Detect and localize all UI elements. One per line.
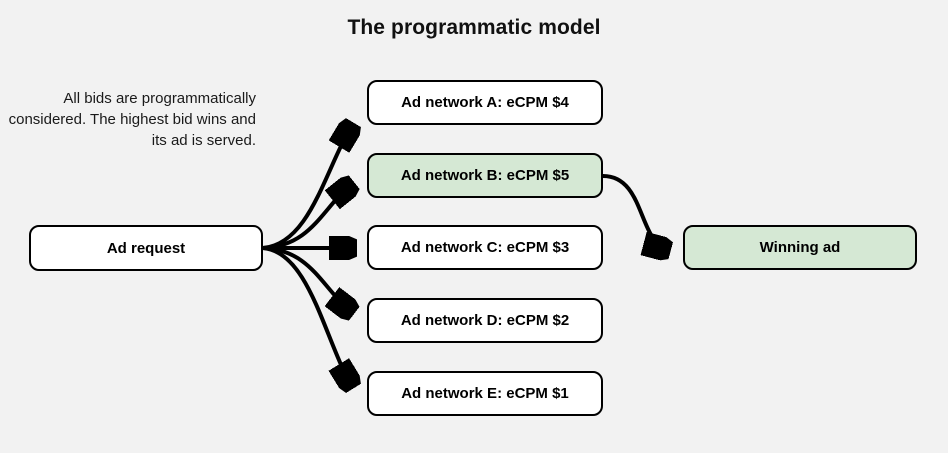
node-ad-request[interactable]: Ad request — [29, 225, 263, 271]
node-ad-network-c-label: Ad network C: eCPM $3 — [400, 239, 570, 256]
node-ad-network-e[interactable]: Ad network E: eCPM $1 — [367, 371, 603, 416]
node-winning-ad-label: Winning ad — [759, 239, 841, 256]
explanatory-note: All bids are programmatically considered… — [8, 90, 256, 149]
edge-network-b-to-winning-ad — [602, 174, 668, 250]
node-ad-network-e-label: Ad network E: eCPM $1 — [401, 385, 569, 402]
edge-request-to-network-a — [262, 125, 352, 250]
node-ad-network-b-label: Ad network B: eCPM $5 — [400, 167, 570, 184]
node-ad-network-a[interactable]: Ad network A: eCPM $4 — [367, 80, 603, 125]
node-winning-ad[interactable]: Winning ad — [683, 225, 917, 270]
edge-request-to-network-d — [262, 246, 352, 312]
node-ad-network-c[interactable]: Ad network C: eCPM $3 — [367, 225, 603, 270]
page-title: The programmatic model — [347, 16, 601, 39]
node-ad-network-a-label: Ad network A: eCPM $4 — [401, 94, 569, 111]
node-ad-network-b[interactable]: Ad network B: eCPM $5 — [367, 153, 603, 198]
node-ad-network-d-label: Ad network D: eCPM $2 — [400, 312, 570, 329]
edge-request-to-network-b — [262, 184, 352, 250]
node-ad-request-label: Ad request — [106, 239, 186, 257]
node-ad-network-d[interactable]: Ad network D: eCPM $2 — [367, 298, 603, 343]
edge-request-to-network-e — [262, 246, 352, 386]
